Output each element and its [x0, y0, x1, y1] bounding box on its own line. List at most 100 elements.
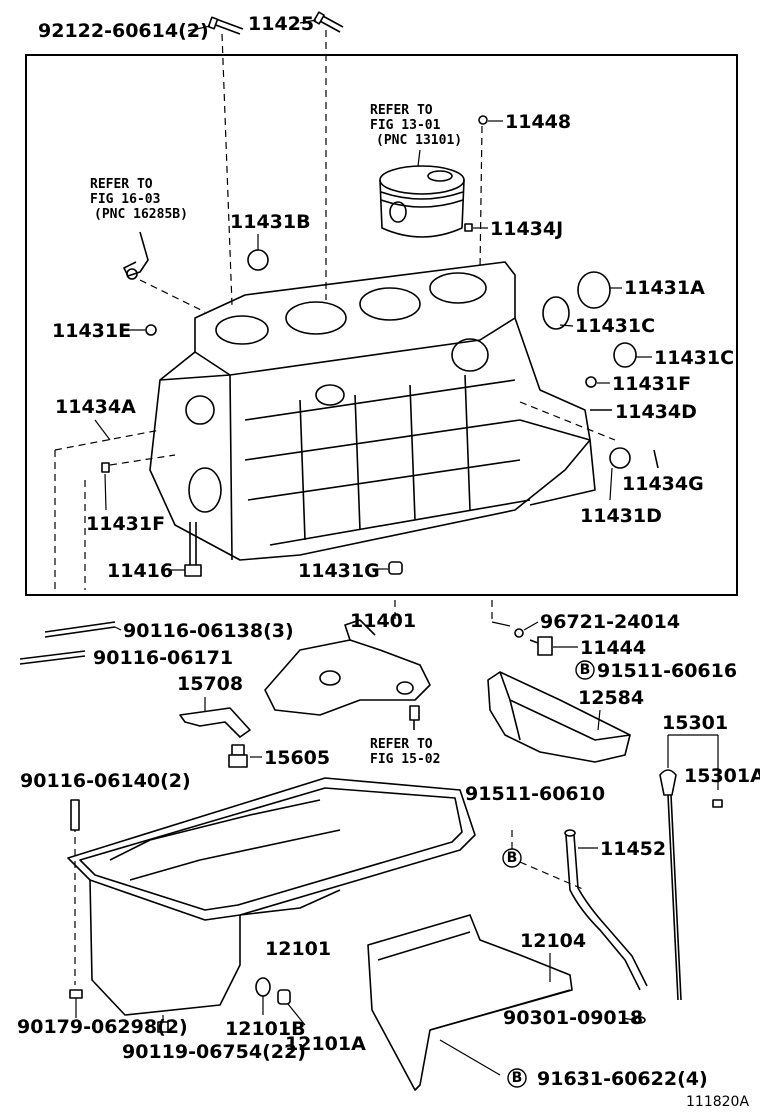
plug-12101A-drawing — [277, 989, 291, 1005]
plug-11431D-drawing — [609, 447, 631, 469]
ref-fig13-line2: FIG 13-01 — [370, 118, 441, 133]
leader-11431C-1 — [559, 324, 574, 327]
plug-11431F1-drawing — [585, 376, 597, 388]
part-11448-drawing — [478, 115, 488, 125]
plug-11431C2-drawing — [613, 342, 637, 368]
leader-11431F-2 — [104, 473, 107, 511]
leader-96721-h — [491, 621, 511, 627]
plug-11431E-drawing — [145, 324, 157, 336]
plug-11444-drawing — [529, 636, 553, 656]
leader-12584 — [597, 709, 601, 731]
leader-96721-txt — [523, 621, 539, 631]
label-15708: 15708 — [177, 673, 243, 695]
label-11416: 11416 — [107, 560, 173, 582]
bolt-90116-06171-drawing — [19, 650, 86, 665]
label-90116-06138: 90116-06138(3) — [123, 620, 294, 642]
label-12101A: 12101A — [285, 1033, 366, 1055]
ref-fig16-line3: (PNC 16285B) — [94, 207, 188, 222]
label-12584: 12584 — [578, 687, 644, 709]
cylinder-block-drawing — [149, 261, 596, 561]
label-11431B: 11431B — [230, 211, 311, 233]
label-90116-06171: 90116-06171 — [93, 647, 233, 669]
label-11444: 11444 — [580, 637, 646, 659]
leader-92122-txt — [187, 25, 211, 32]
label-15301A: 15301A — [684, 765, 760, 787]
leader-11434A-l — [94, 419, 111, 441]
label-90116-06140: 90116-06140(2) — [20, 770, 191, 792]
label-11431A: 11431A — [624, 277, 705, 299]
label-90179: 90179-06298(2) — [17, 1016, 188, 1038]
leader-12101A — [287, 1003, 306, 1026]
marker-b-2-text: B — [507, 850, 518, 866]
label-15605: 15605 — [264, 747, 330, 769]
label-11448: 11448 — [505, 111, 571, 133]
bolt-90119-drawing — [157, 1015, 169, 1033]
label-92122: 92122-60614(2) — [38, 20, 209, 42]
label-90301: 90301-09018 — [503, 1007, 643, 1029]
sensor-fig16-drawing — [123, 231, 206, 313]
label-12104: 12104 — [520, 930, 586, 952]
ref-fig13-line3: (PNC 13101) — [376, 133, 462, 148]
label-11431F-1: 11431F — [612, 373, 691, 395]
ref-fig16-line1: REFER TO — [90, 177, 153, 192]
gasket-12101B-drawing — [255, 977, 271, 997]
marker-b-3-text: B — [512, 1070, 523, 1086]
diagram-code: 111820A — [686, 1094, 749, 1110]
leader-91631 — [439, 1039, 501, 1076]
label-11452: 11452 — [600, 838, 666, 860]
label-12101: 12101 — [265, 938, 331, 960]
marker-b-2 — [502, 848, 522, 868]
label-11434A: 11434A — [55, 396, 136, 418]
block-group-frame — [25, 54, 738, 596]
plug-11431B-drawing — [247, 249, 269, 271]
leader-11431D — [609, 467, 613, 501]
label-90119: 90119-06754(22) — [122, 1041, 306, 1063]
label-91511-60610: 91511-60610 — [465, 783, 605, 805]
label-12101B: 12101B — [225, 1018, 306, 1040]
part-11434J-drawing — [464, 223, 473, 232]
ref-fig16-line2: FIG 16-03 — [90, 192, 160, 207]
marker-b-1-text: B — [580, 662, 591, 678]
label-11431F-2: 11431F — [86, 513, 165, 535]
label-15301: 15301 — [662, 712, 728, 734]
label-11425: 11425 — [248, 13, 314, 35]
plug-11431F2-drawing — [101, 462, 110, 473]
bolt-11425-drawing — [313, 11, 344, 33]
leader-block-r — [519, 401, 616, 441]
label-11431E: 11431E — [52, 320, 131, 342]
bolt-92122-drawing — [207, 16, 244, 35]
leader-90116-06138 — [114, 626, 122, 631]
dipstick-15301-drawing — [659, 734, 719, 1001]
label-96721: 96721-24014 — [540, 611, 680, 633]
label-91631: 91631-60622(4) — [537, 1068, 708, 1090]
oil-pan-12101-drawing — [67, 777, 476, 1016]
pin-11434G-drawing — [653, 449, 659, 469]
label-11431G: 11431G — [298, 560, 380, 582]
plug-15605-drawing — [228, 744, 248, 768]
label-11431D: 11431D — [580, 505, 662, 527]
bolt-90116-06140-drawing — [70, 799, 80, 831]
label-11434J: 11434J — [490, 218, 563, 240]
guide-11452-drawing — [511, 829, 648, 991]
leader-11431F2 — [109, 454, 176, 466]
plug-11431A-drawing — [577, 271, 611, 309]
stiffener-12104-drawing — [367, 914, 573, 1091]
leader-fig13 — [417, 149, 421, 167]
plug-11431G-drawing — [388, 561, 403, 575]
leader-90301 — [621, 1017, 635, 1021]
leader-92122 — [221, 33, 233, 306]
ref-fig15-line2: FIG 15-02 — [370, 752, 440, 767]
ring-15301A-drawing — [712, 799, 723, 808]
clamp-90301-drawing — [634, 1016, 646, 1024]
marker-b-1 — [575, 660, 595, 680]
bolt-11416-drawing — [184, 522, 202, 577]
piston-drawing — [379, 165, 465, 238]
ref-fig13-line1: REFER TO — [370, 103, 433, 118]
lower-crankcase-drawing — [264, 600, 431, 716]
leader-11448-dash — [479, 125, 483, 271]
gasket-96721-drawing — [514, 628, 524, 638]
baffle-12584-drawing — [487, 671, 631, 763]
bolt-90116-06138-drawing — [44, 621, 116, 638]
stud-fig15-drawing — [409, 705, 420, 730]
